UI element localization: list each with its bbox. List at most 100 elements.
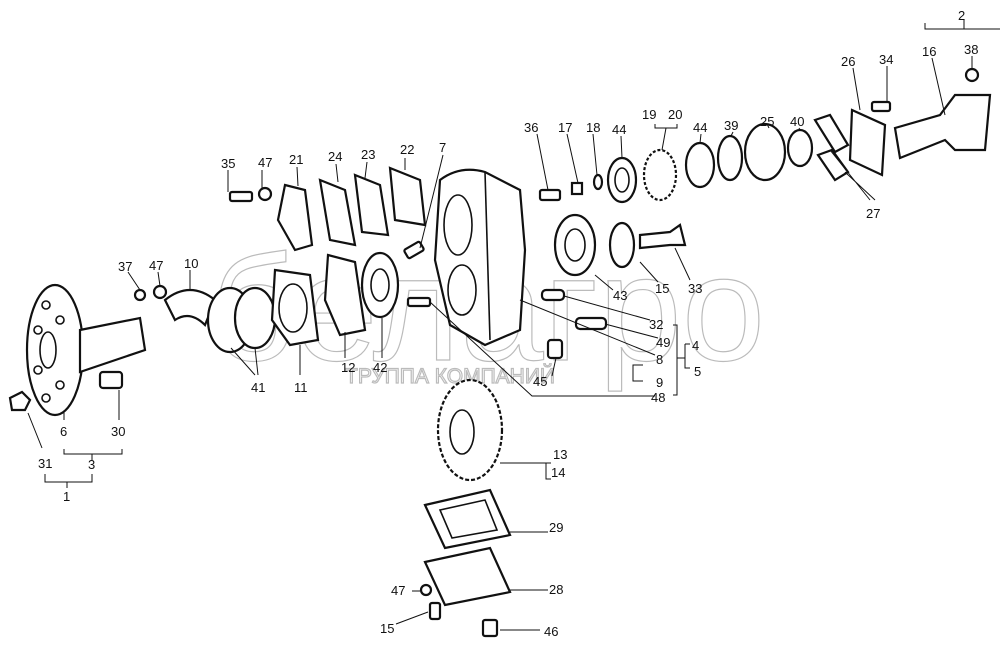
watermark-subtitle: ТРУППА КОМПАНИЙ bbox=[345, 364, 555, 388]
nut-37 bbox=[133, 288, 147, 302]
label-49: 49 bbox=[656, 335, 670, 350]
label-45: 45 bbox=[533, 374, 547, 389]
bolt-7 bbox=[403, 240, 425, 260]
label-34: 34 bbox=[879, 52, 893, 67]
label-16: 16 bbox=[922, 44, 936, 59]
plug-46 bbox=[481, 618, 499, 638]
label-10: 10 bbox=[184, 256, 198, 271]
plate-26 bbox=[848, 108, 887, 177]
label-27: 27 bbox=[866, 206, 880, 221]
label-47-top: 47 bbox=[258, 155, 272, 170]
label-13: 13 bbox=[553, 447, 567, 462]
label-15-bottom: 15 bbox=[380, 621, 394, 636]
gasket-22 bbox=[388, 166, 427, 227]
label-26: 26 bbox=[841, 54, 855, 69]
label-8: 8 bbox=[656, 352, 663, 367]
cover-29 bbox=[423, 488, 512, 550]
label-42: 42 bbox=[373, 360, 387, 375]
gasket-23 bbox=[353, 173, 390, 237]
yoke-16 bbox=[893, 93, 992, 160]
label-28: 28 bbox=[549, 582, 563, 597]
label-19: 19 bbox=[642, 107, 656, 122]
label-12: 12 bbox=[341, 360, 355, 375]
label-2: 2 bbox=[958, 8, 965, 23]
label-33: 33 bbox=[688, 281, 702, 296]
stud-48 bbox=[406, 296, 432, 308]
label-4: 4 bbox=[692, 338, 699, 353]
ring-15 bbox=[608, 221, 636, 269]
plug-45 bbox=[546, 338, 564, 360]
label-15: 15 bbox=[655, 281, 669, 296]
label-39: 39 bbox=[724, 118, 738, 133]
bearing-42 bbox=[360, 251, 400, 319]
label-20: 20 bbox=[668, 107, 682, 122]
label-32: 32 bbox=[649, 317, 663, 332]
spring-32 bbox=[540, 288, 566, 302]
output-flange bbox=[25, 283, 147, 417]
lock-17 bbox=[570, 181, 584, 196]
label-11: 11 bbox=[294, 380, 308, 395]
fork-10 bbox=[163, 288, 217, 327]
label-22: 22 bbox=[400, 142, 414, 157]
bolt-34 bbox=[870, 100, 892, 113]
ring-18 bbox=[592, 173, 604, 191]
part-labels: 2 38 16 26 34 36 17 18 44 19 20 44 39 25… bbox=[38, 8, 978, 639]
seal-40 bbox=[786, 128, 814, 168]
ring-38 bbox=[964, 67, 980, 83]
label-41: 41 bbox=[251, 380, 265, 395]
sleeve-25 bbox=[743, 122, 787, 182]
bolt-33 bbox=[638, 223, 687, 250]
label-47-bottom: 47 bbox=[391, 583, 405, 598]
label-21: 21 bbox=[289, 152, 303, 167]
label-46: 46 bbox=[544, 624, 558, 639]
label-36: 36 bbox=[524, 120, 538, 135]
label-17: 17 bbox=[558, 120, 572, 135]
spring-49 bbox=[574, 316, 608, 331]
label-6: 6 bbox=[60, 424, 67, 439]
gasket-24 bbox=[318, 178, 357, 247]
nut-31 bbox=[8, 390, 32, 412]
label-31: 31 bbox=[38, 456, 52, 471]
gasket-12 bbox=[323, 253, 367, 337]
label-38: 38 bbox=[964, 42, 978, 57]
bearing-44a bbox=[606, 156, 638, 204]
label-29: 29 bbox=[549, 520, 563, 535]
label-3: 3 bbox=[88, 457, 95, 472]
label-18: 18 bbox=[586, 120, 600, 135]
ring-39 bbox=[716, 134, 744, 182]
bolt-35 bbox=[228, 190, 254, 203]
gear-13 bbox=[436, 378, 504, 482]
label-25: 25 bbox=[760, 114, 774, 129]
label-44b: 44 bbox=[693, 120, 707, 135]
label-35: 35 bbox=[221, 156, 235, 171]
gear-19-20 bbox=[642, 148, 678, 202]
washer-47-bottom bbox=[419, 583, 433, 597]
label-5: 5 bbox=[694, 364, 701, 379]
label-40: 40 bbox=[790, 114, 804, 129]
label-44a: 44 bbox=[612, 122, 626, 137]
parts bbox=[8, 67, 992, 638]
bearing-44b bbox=[684, 141, 716, 189]
label-43: 43 bbox=[613, 288, 627, 303]
label-30: 30 bbox=[111, 424, 125, 439]
bolt-36 bbox=[538, 188, 562, 202]
cover-21 bbox=[276, 183, 314, 252]
plate-27a bbox=[813, 113, 850, 154]
label-7: 7 bbox=[439, 140, 446, 155]
gearbox-housing bbox=[433, 168, 527, 347]
label-37: 37 bbox=[118, 259, 132, 274]
leader-lines bbox=[27, 20, 1000, 631]
label-24: 24 bbox=[328, 149, 342, 164]
label-1: 1 bbox=[63, 489, 70, 504]
label-14: 14 bbox=[551, 465, 565, 480]
plug-30 bbox=[98, 370, 124, 390]
label-9: 9 bbox=[656, 375, 663, 390]
bearing-43 bbox=[553, 213, 597, 277]
label-47-mid: 47 bbox=[149, 258, 163, 273]
bolt-15-bottom bbox=[428, 601, 442, 621]
washer-47 bbox=[152, 284, 168, 300]
seal-41b bbox=[233, 286, 277, 350]
label-48: 48 bbox=[651, 390, 665, 405]
